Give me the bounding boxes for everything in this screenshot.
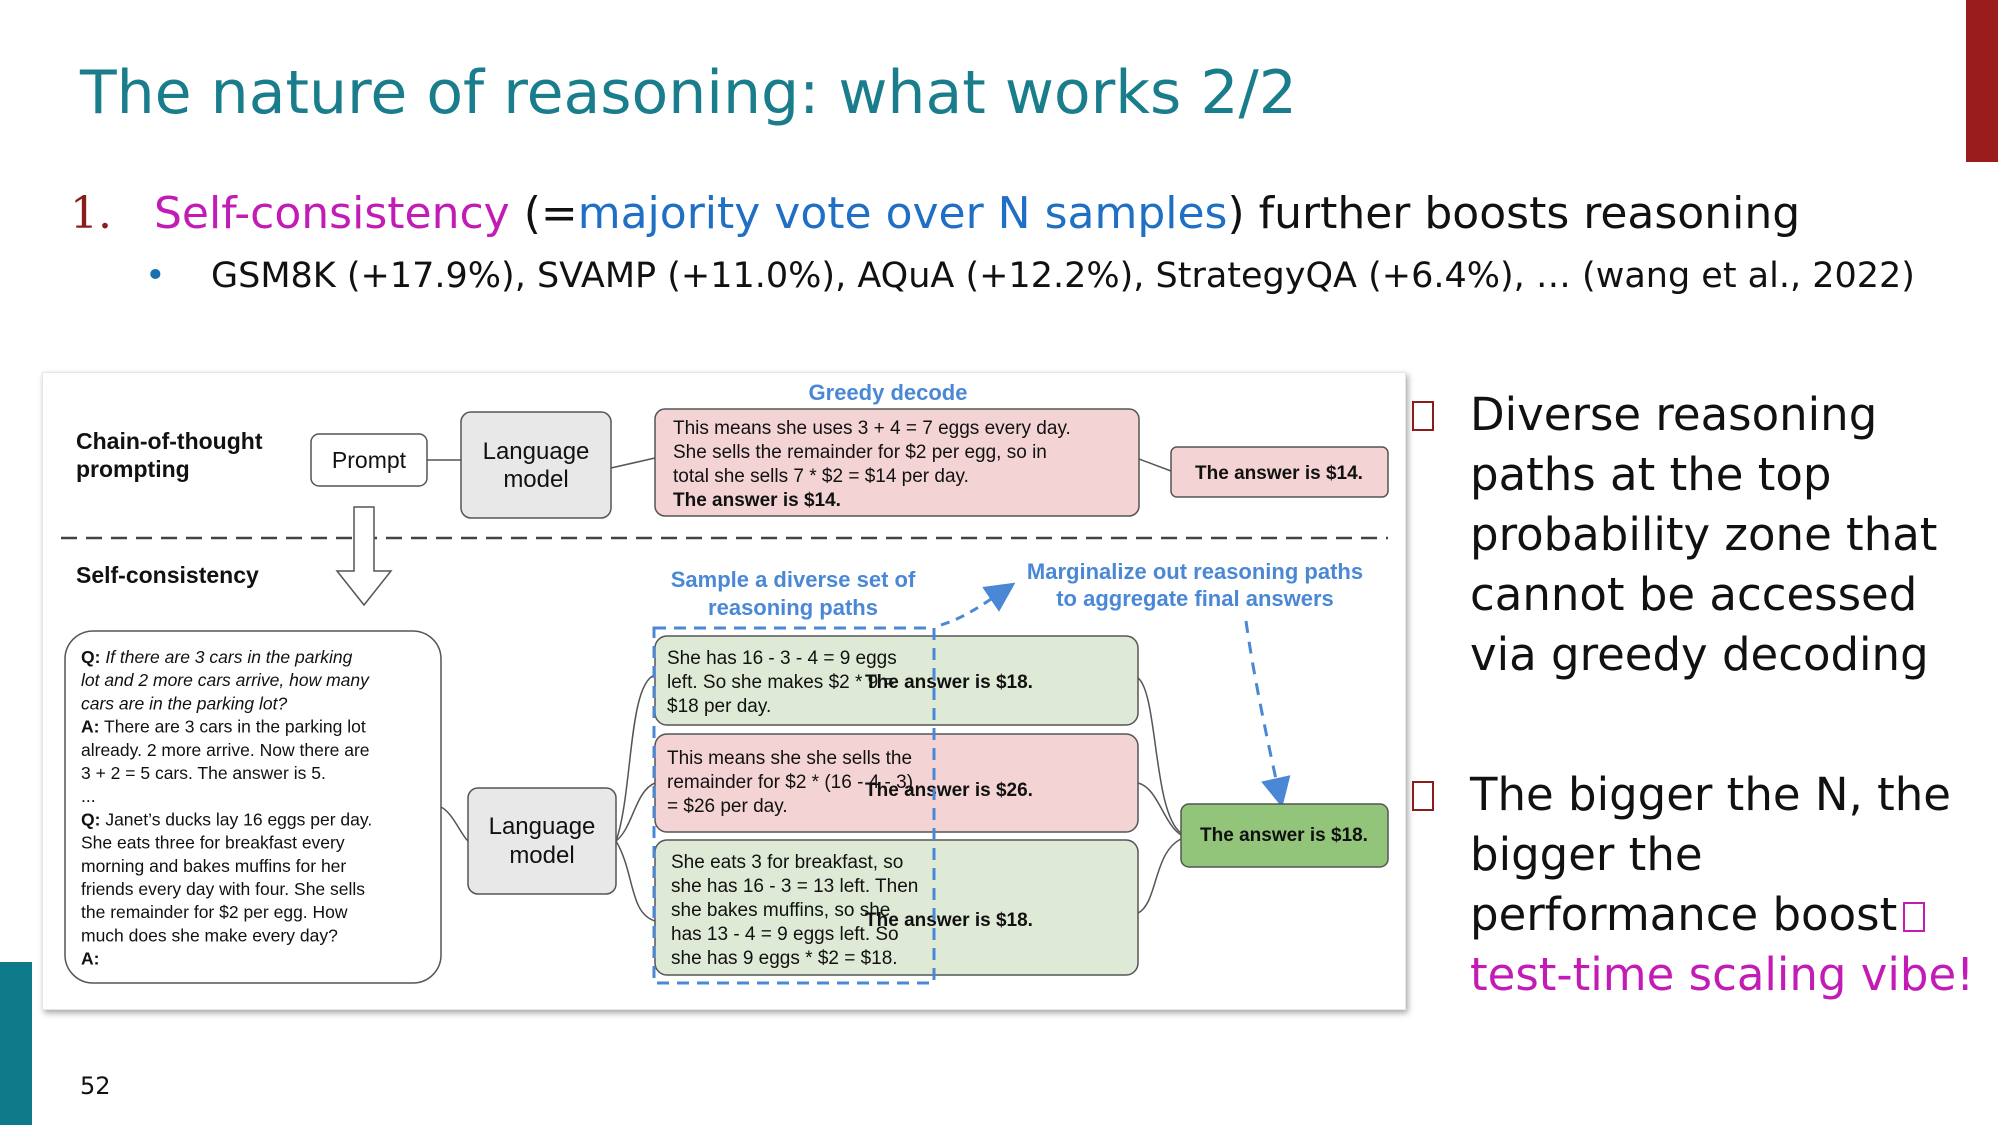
down-arrow-icon [335, 506, 393, 607]
side-item-2-text: The bigger the N, the bigger the perform… [1470, 765, 1987, 1005]
point-1-sub-text: GSM8K (+17.9%), SVAMP (+11.0%), AQuA (+1… [211, 256, 1915, 296]
path-2-line-1: This means she she sells the [667, 748, 912, 769]
path-3-line-4: has 13 - 4 = 9 eggs left. So [671, 924, 899, 945]
point-1-paren: (= [509, 188, 578, 239]
final-answer-box [1180, 803, 1389, 868]
marginalize-title-1: Marginalize out reasoning paths [1027, 559, 1363, 584]
sc-prompt-line: She eats three for breakfast every [81, 833, 345, 853]
marginalize-arrow-icon [940, 582, 1016, 627]
aggregate-arrow-icon [1244, 620, 1291, 808]
sc-prompt-text: Q: If there are 3 cars in the parking lot… [81, 647, 372, 969]
sample-title-1: Sample a diverse set of [671, 567, 916, 592]
connector-lm-greedy [610, 457, 656, 469]
sc-prompt-line: friends every day with four. She sells [81, 879, 365, 899]
path-3-answer: The answer is $18. [865, 910, 1033, 931]
sc-prompt-line: ... [81, 786, 96, 806]
greedy-decode-title: Greedy decode [809, 380, 968, 405]
connector-path-1-final [1137, 677, 1182, 834]
sc-prompt-line: the remainder for $2 per egg. How [81, 902, 348, 922]
path-2-answer: The answer is $26. [865, 780, 1033, 801]
greedy-line-3: total she sells 7 * $2 = $14 per day. [673, 466, 969, 487]
greedy-path-box [654, 408, 1140, 517]
lm-bottom-line-2: model [509, 842, 574, 869]
cot-label-1: Chain-of-thought [76, 428, 263, 454]
lm-top-line-1: Language [483, 438, 590, 465]
connector-lm-path-3 [615, 840, 656, 922]
point-1-number: 1. [70, 188, 112, 239]
greedy-answer-text: The answer is $14. [1195, 463, 1363, 484]
page-number: 52 [80, 1072, 111, 1100]
sc-prompt-line: much does she make every day? [81, 925, 338, 945]
side-item-2-highlight: test-time scaling vibe! [1470, 948, 1975, 1001]
point-1-definition: majority vote over N samples [577, 188, 1228, 239]
path-3-line-2: she has 16 - 3 = 13 left. Then [671, 876, 918, 897]
point-1: 1. Self-consistency (=majority vote over … [70, 188, 1800, 239]
path-1-answer: The answer is $18. [865, 672, 1033, 693]
slide-title: The nature of reasoning: what works 2/2 [80, 58, 1297, 128]
sc-prompt-line: already. 2 more arrive. Now there are [81, 740, 370, 760]
sc-prompt-line: A: There are 3 cars in the parking lot [81, 717, 366, 737]
point-1-rest: ) further boosts reasoning [1227, 188, 1801, 239]
self-consistency-figure: Chain-of-thought prompting Prompt Langua… [42, 372, 1406, 1010]
checkbox-icon [1412, 401, 1434, 431]
sc-prompt-line: A: [81, 949, 99, 969]
side-item-1-text: Diverse reasoning paths at the top proba… [1470, 388, 1938, 681]
path-2-line-2: remainder for $2 * (16 - 4 - 3) [667, 772, 913, 793]
sample-selection-box [652, 626, 936, 985]
figure-diagram: Chain-of-thought prompting Prompt Langua… [61, 380, 1389, 985]
lm-bottom-line-1: Language [489, 813, 596, 840]
sample-title-2: reasoning paths [708, 595, 878, 620]
path-1-line-1: She has 16 - 3 - 4 = 9 eggs [667, 648, 897, 669]
path-3-line-3: she bakes muffins, so she [671, 900, 890, 921]
point-1-highlight: Self-consistency [154, 188, 510, 239]
lm-top-line-2: model [503, 466, 568, 493]
sc-prompt-line: Q: Janet’s ducks lay 16 eggs per day. [81, 809, 372, 829]
language-model-box-top [460, 411, 612, 519]
path-2-line-3: = $26 per day. [667, 796, 788, 817]
language-model-box-bottom [467, 787, 617, 895]
side-item-1: Diverse reasoning paths at the top proba… [1412, 385, 1987, 685]
greedy-line-1: This means she uses 3 + 4 = 7 eggs every… [673, 418, 1071, 439]
connector-path-3-final [1137, 838, 1182, 914]
corner-accent-bar [1966, 0, 1998, 162]
left-accent-bar [0, 962, 32, 1125]
connector-path-2-final [1137, 782, 1182, 836]
sc-prompt-line: lot and 2 more cars arrive, how many [81, 670, 370, 690]
cot-label-2: prompting [76, 456, 190, 482]
sc-prompt-line: Q: If there are 3 cars in the parking [81, 647, 353, 667]
connector-lm-path-1 [615, 674, 656, 842]
path-1-line-3: $18 per day. [667, 696, 771, 717]
final-answer-text: The answer is $18. [1200, 825, 1368, 846]
sc-prompt-line: cars are in the parking lot? [81, 693, 287, 713]
path-3-line-1: She eats 3 for breakfast, so [671, 852, 903, 873]
path-3-line-5: she has 9 eggs * $2 = $18. [671, 948, 898, 969]
greedy-line-4: The answer is $14. [673, 490, 841, 511]
greedy-answer-box [1170, 446, 1389, 498]
arrow-placeholder-icon [1903, 902, 1926, 932]
connector-greedy-answer [1138, 458, 1172, 472]
connector-lm-path-2 [615, 782, 656, 842]
sc-label: Self-consistency [76, 562, 259, 588]
side-item-2: The bigger the N, the bigger the perform… [1412, 765, 1987, 1005]
marginalize-title-2: to aggregate final answers [1056, 586, 1334, 611]
path-box-1 [654, 635, 1139, 726]
prompt-box-label: Prompt [332, 447, 407, 473]
checkbox-icon [1412, 781, 1434, 811]
connector-sc-prompt-lm [440, 806, 469, 842]
path-1-line-2: left. So she makes $2 * 9 = [667, 672, 895, 693]
sc-prompt-line: morning and bakes muffins for her [81, 856, 346, 876]
bullet-dot: • [145, 256, 166, 296]
sc-prompt-line: 3 + 2 = 5 cars. The answer is 5. [81, 763, 326, 783]
side-item-2-main: The bigger the N, the bigger the perform… [1470, 768, 1951, 941]
greedy-line-2: She sells the remainder for $2 per egg, … [673, 442, 1047, 463]
point-1-sub-bullet: • GSM8K (+17.9%), SVAMP (+11.0%), AQuA (+… [145, 256, 1915, 296]
